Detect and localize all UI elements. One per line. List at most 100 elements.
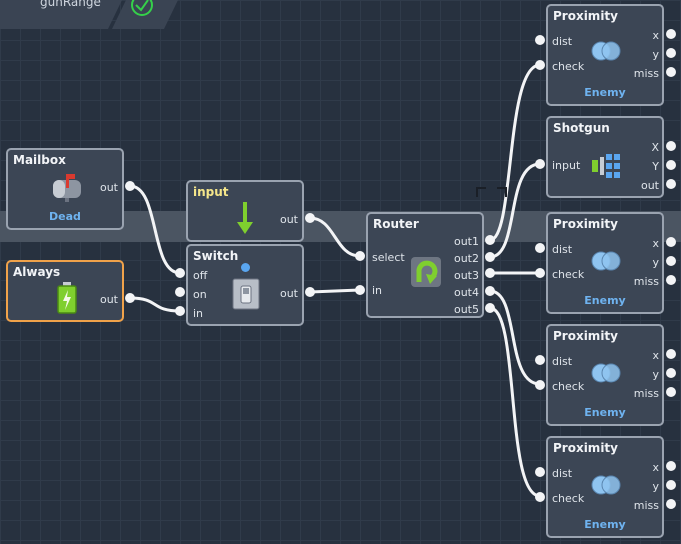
port-x-dot[interactable] xyxy=(666,349,676,359)
port-out-dot[interactable] xyxy=(125,293,135,303)
port-dist-dot[interactable] xyxy=(535,35,545,45)
port-dist: dist xyxy=(552,243,573,256)
port-check-dot[interactable] xyxy=(535,60,545,70)
router-node[interactable]: Router select in out1 out2 out3 out4 out… xyxy=(366,212,484,318)
wire-always-switch-in xyxy=(128,296,182,313)
port-dist-dot[interactable] xyxy=(535,355,545,365)
port-on-dot[interactable] xyxy=(175,287,185,297)
port-out2-dot[interactable] xyxy=(485,252,495,262)
port-on: on xyxy=(193,288,207,301)
node-title: Proximity xyxy=(553,9,618,23)
port-check: check xyxy=(552,268,585,281)
node-subtitle: Enemy xyxy=(584,406,626,419)
port-x-dot[interactable] xyxy=(666,461,676,471)
node-title: Always xyxy=(13,265,61,279)
input-node[interactable]: input out xyxy=(186,180,304,242)
mailbox-node[interactable]: Mailbox out Dead xyxy=(6,148,124,230)
port-out-dot[interactable] xyxy=(125,181,135,191)
port-select-dot[interactable] xyxy=(355,251,365,261)
port-out-dot[interactable] xyxy=(666,179,676,189)
wire-router-out5-prox4-check xyxy=(488,306,542,498)
port-y-dot[interactable] xyxy=(666,368,676,378)
port-y: y xyxy=(652,480,659,493)
port-in-dot[interactable] xyxy=(355,285,365,295)
port-x-dot[interactable] xyxy=(666,141,676,151)
port-check-dot[interactable] xyxy=(535,268,545,278)
port-miss: miss xyxy=(633,275,659,288)
node-subtitle: Dead xyxy=(49,210,81,223)
node-subtitle: Enemy xyxy=(584,86,626,99)
port-y-dot[interactable] xyxy=(666,480,676,490)
port-in-dot[interactable] xyxy=(175,306,185,316)
port-miss-dot[interactable] xyxy=(666,387,676,397)
port-in: in xyxy=(193,307,204,320)
proximity-node-2[interactable]: Proximity dist check x y miss Enemy xyxy=(546,212,664,314)
port-check-dot[interactable] xyxy=(535,492,545,502)
check-circle-icon[interactable] xyxy=(131,0,153,16)
port-y-dot[interactable] xyxy=(666,48,676,58)
port-miss-dot[interactable] xyxy=(666,499,676,509)
node-title: Shotgun xyxy=(553,121,610,135)
port-in: in xyxy=(372,284,383,297)
port-miss: miss xyxy=(633,67,659,80)
port-x: x xyxy=(652,29,659,42)
port-out4-dot[interactable] xyxy=(485,286,495,296)
tab-strip xyxy=(0,0,178,29)
port-miss-dot[interactable] xyxy=(666,275,676,285)
node-title: Proximity xyxy=(553,441,618,455)
port-dist-dot[interactable] xyxy=(535,467,545,477)
port-out1: out1 xyxy=(453,235,479,248)
port-x-dot[interactable] xyxy=(666,29,676,39)
node-subtitle: Enemy xyxy=(584,294,626,307)
port-off-dot[interactable] xyxy=(175,268,185,278)
shotgun-node[interactable]: Shotgun input X Y out xyxy=(546,116,664,198)
proximity-icon xyxy=(591,251,621,271)
node-title: Mailbox xyxy=(13,153,66,167)
port-out1-dot[interactable] xyxy=(485,235,495,245)
port-out2: out2 xyxy=(453,252,479,265)
node-title: Router xyxy=(373,217,419,231)
port-input: input xyxy=(552,159,581,172)
port-y: y xyxy=(652,368,659,381)
port-miss-dot[interactable] xyxy=(666,67,676,77)
port-out: out xyxy=(279,287,298,300)
port-select: select xyxy=(372,251,405,264)
port-out4: out4 xyxy=(453,286,479,299)
proximity-node-1[interactable]: Proximity dist check x y miss Enemy xyxy=(546,4,664,106)
proximity-node-3[interactable]: Proximity dist check x y miss Enemy xyxy=(546,324,664,426)
port-x: X xyxy=(651,141,659,154)
port-input-dot[interactable] xyxy=(535,159,545,169)
wire-router-out4-prox3-check xyxy=(488,289,542,386)
always-node[interactable]: Always out xyxy=(6,260,124,322)
port-dist: dist xyxy=(552,355,573,368)
tab-gunrange[interactable]: gunRange xyxy=(40,0,101,9)
port-dist: dist xyxy=(552,35,573,48)
port-y-dot[interactable] xyxy=(666,160,676,170)
port-out3-dot[interactable] xyxy=(485,268,495,278)
port-miss: miss xyxy=(633,499,659,512)
router-arrow-icon xyxy=(411,257,441,287)
port-check-dot[interactable] xyxy=(535,380,545,390)
wire-input-router-select xyxy=(308,216,362,258)
mailbox-icon xyxy=(53,174,81,202)
port-x: x xyxy=(652,349,659,362)
wire-mailbox-switch-off xyxy=(128,184,182,275)
port-out5-dot[interactable] xyxy=(485,303,495,313)
shotgun-grid-icon xyxy=(592,154,620,178)
port-y-dot[interactable] xyxy=(666,256,676,266)
node-title: Switch xyxy=(193,249,239,263)
port-dist-dot[interactable] xyxy=(535,243,545,253)
port-x: x xyxy=(652,461,659,474)
port-out-dot[interactable] xyxy=(305,287,315,297)
port-off: off xyxy=(193,269,208,282)
proximity-node-4[interactable]: Proximity dist check x y miss Enemy xyxy=(546,436,664,538)
port-out-dot[interactable] xyxy=(305,213,315,223)
proximity-icon xyxy=(591,475,621,495)
battery-icon xyxy=(57,282,77,314)
proximity-icon xyxy=(591,41,621,61)
proximity-icon xyxy=(591,363,621,383)
port-x-dot[interactable] xyxy=(666,237,676,247)
switch-node[interactable]: Switch off on in out xyxy=(186,244,304,326)
port-y: Y xyxy=(652,160,659,173)
